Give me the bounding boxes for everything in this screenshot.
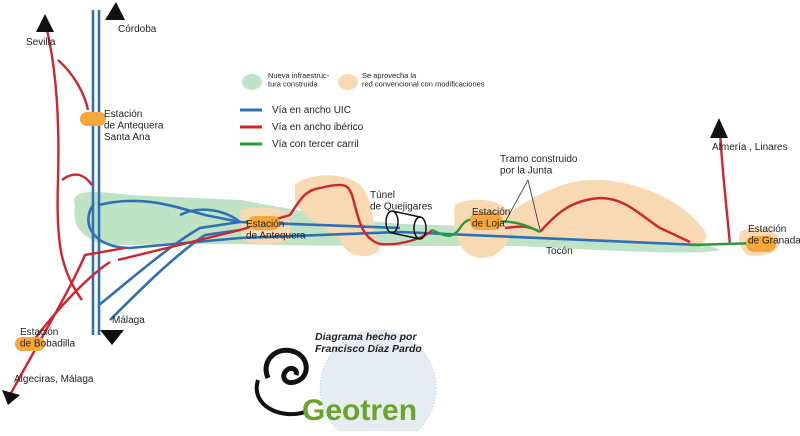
arrow-almeria-icon bbox=[710, 118, 728, 138]
legend-uic: Vía en ancho UIC bbox=[272, 105, 351, 116]
label-malaga: Málaga bbox=[112, 315, 145, 326]
station-markers bbox=[15, 112, 776, 351]
label-algeciras: Algeciras, Málaga bbox=[14, 374, 94, 385]
arrow-malaga-icon bbox=[100, 330, 124, 345]
station-marker-granada bbox=[746, 236, 776, 252]
arrow-cordoba-icon bbox=[105, 2, 125, 20]
iberico-bobadilla bbox=[29, 260, 111, 346]
label-sevilla: Sevilla bbox=[26, 37, 56, 48]
iberico-lines bbox=[8, 21, 732, 396]
legend: Nueva infraestruc-tura construida Se apr… bbox=[240, 71, 485, 150]
tramo-pointers bbox=[504, 179, 541, 231]
label-almeria: Almería , Linares bbox=[712, 142, 788, 153]
tunel-quejigares bbox=[385, 210, 427, 240]
iberico-almeria bbox=[718, 129, 732, 246]
iberico-algeciras bbox=[8, 246, 126, 396]
legend-swatch-nueva bbox=[242, 74, 262, 90]
station-marker-bobadilla bbox=[15, 337, 45, 351]
arrow-algeciras-icon bbox=[2, 390, 20, 405]
label-tocon: Tocón bbox=[546, 246, 573, 257]
spiral-logo-icon bbox=[263, 347, 309, 386]
iberico-antequera-sa bbox=[57, 59, 90, 111]
iberico-main-west bbox=[117, 183, 433, 262]
station-marker-loja bbox=[470, 212, 502, 230]
legend-nueva: Nueva infraestruc-tura construida bbox=[268, 71, 330, 89]
legend-swatch-aprovecha bbox=[338, 74, 358, 90]
uic-malaga-curve-2 bbox=[109, 228, 241, 321]
uic-lines bbox=[87, 10, 701, 335]
direction-arrows bbox=[2, 2, 728, 405]
station-marker-antequera-sa bbox=[80, 112, 106, 126]
iberico-link bbox=[61, 173, 93, 186]
label-cordoba: Córdoba bbox=[118, 24, 157, 35]
brand-text: Geotren bbox=[302, 394, 417, 427]
iberico-sevilla bbox=[43, 21, 83, 301]
zone-aprovecha bbox=[240, 175, 780, 258]
uic-loop bbox=[179, 208, 241, 224]
uic-upper-track bbox=[98, 199, 401, 230]
iberico-east bbox=[539, 196, 691, 244]
legend-iberico: Vía en ancho ibérico bbox=[272, 122, 364, 133]
arrow-sevilla-icon bbox=[36, 14, 54, 32]
globe-icon bbox=[320, 330, 436, 436]
station-marker-antequera bbox=[248, 216, 280, 230]
legend-tercer: Vía con tercer carril bbox=[272, 139, 359, 150]
uic-malaga-curve-1 bbox=[98, 220, 241, 307]
